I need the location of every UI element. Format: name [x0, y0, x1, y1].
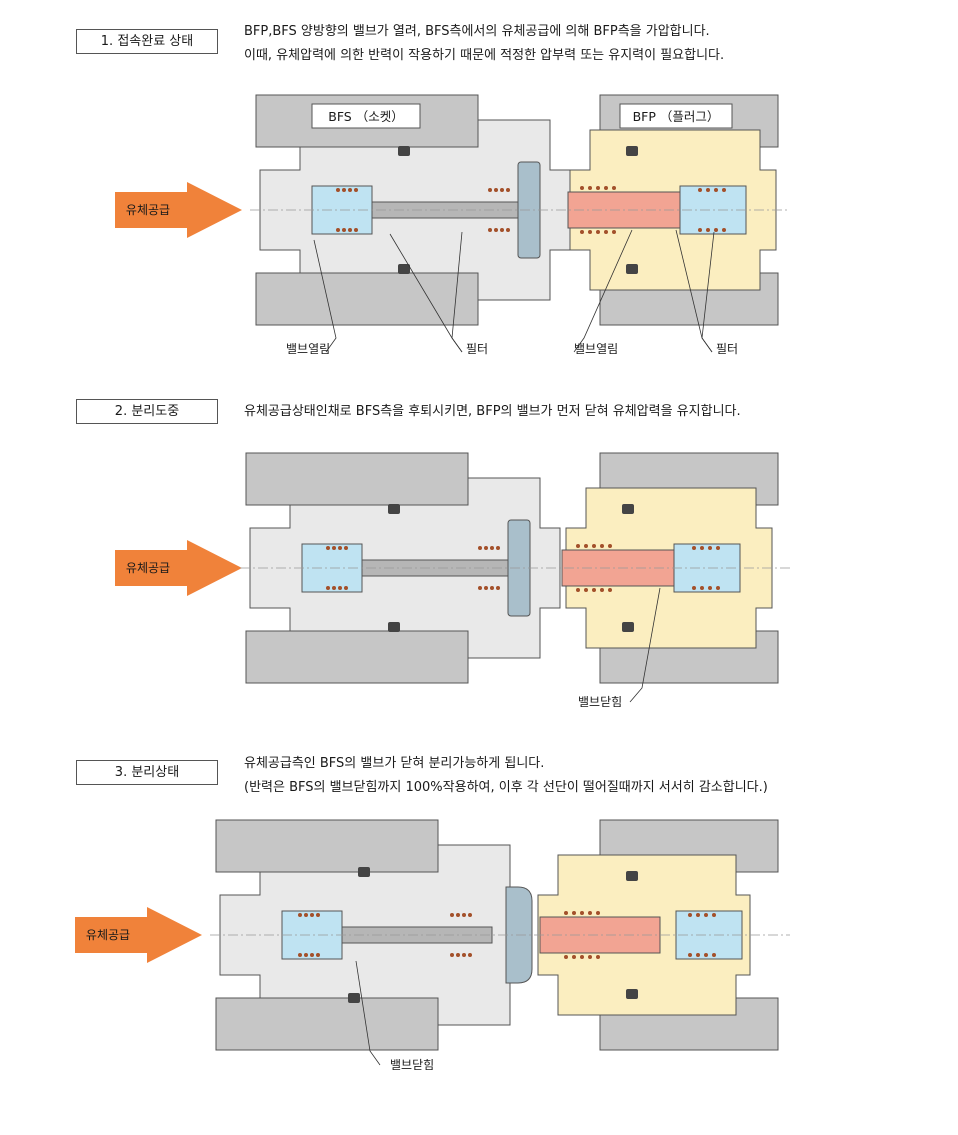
fluid-supply-arrow-icon: [115, 540, 242, 596]
seal-icon: [626, 146, 638, 156]
step-2-description: 유체공급상태인채로 BFS측을 후퇴시키면, BFP의 밸브가 먼저 닫혀 유체…: [244, 400, 741, 424]
seal-icon: [622, 504, 634, 514]
step-3-description: 유체공급측인 BFS의 밸브가 닫혀 분리가능하게 됩니다. (반력은 BFS의…: [244, 752, 768, 800]
callout-valve-closed-plug: 밸브닫힘: [578, 695, 622, 709]
seal-icon: [398, 264, 410, 274]
callout-leaders: [313, 229, 715, 353]
socket-label-box: [311, 103, 421, 129]
step-3-desc-line-2: (반력은 BFS의 밸브닫힘까지 100%작용하여, 이후 각 선단이 떨어질때…: [244, 780, 768, 795]
seal-icon: [626, 989, 638, 999]
socket-housing: [215, 819, 439, 1051]
seal-icon: [388, 622, 400, 632]
fluid-supply-label: 유체공급: [126, 203, 170, 217]
step-1-label: 1. 접속완료 상태: [76, 29, 218, 54]
spring-icon: [336, 188, 510, 232]
callout-valve-open-plug: 밸브열림: [574, 342, 618, 356]
callout-filter-socket: 필터: [466, 342, 488, 356]
callout-leader: [355, 960, 381, 1066]
step-1-desc-line-1: BFP,BFS 양방향의 밸브가 열려, BFS측에서의 유체공급에 의해 BF…: [244, 24, 710, 39]
seal-icon: [622, 622, 634, 632]
coupler-diagram-separating: 유체공급 밸브닫힘: [115, 452, 790, 709]
spring-icon: [298, 913, 472, 957]
seal-icon: [626, 264, 638, 274]
callout-valve-closed-socket: 밸브닫힘: [390, 1058, 434, 1072]
seal-icon: [388, 504, 400, 514]
seal-icon: [398, 146, 410, 156]
fluid-supply-label: 유체공급: [86, 928, 130, 942]
coupler-diagram-disconnected: 유체공급 밸브닫힘: [75, 819, 790, 1072]
fluid-supply-label: 유체공급: [126, 561, 170, 575]
seal-icon: [626, 871, 638, 881]
socket-housing: [245, 452, 469, 684]
spring-icon: [576, 544, 720, 592]
step-3-desc-line-1: 유체공급측인 BFS의 밸브가 닫혀 분리가능하게 됩니다.: [244, 756, 545, 771]
seal-icon: [348, 993, 360, 1003]
callout-valve-open-socket: 밸브열림: [286, 342, 330, 356]
coupler-diagram-connected: 유체공급 BFS （소켓） BFP （플러그）: [115, 94, 790, 356]
step-2-desc-line-1: 유체공급상태인채로 BFS측을 후퇴시키면, BFP의 밸브가 먼저 닫혀 유체…: [244, 404, 741, 419]
seal-icon: [358, 867, 370, 877]
step-3-label: 3. 분리상태: [76, 760, 218, 785]
spring-icon: [564, 911, 716, 959]
fluid-supply-arrow-icon: [115, 182, 242, 238]
step-2-label: 2. 분리도중: [76, 399, 218, 424]
spring-icon: [326, 546, 500, 590]
socket-label: BFS （소켓）: [328, 109, 403, 124]
callout-leader: [629, 587, 661, 703]
callout-filter-plug: 필터: [716, 342, 738, 356]
fluid-supply-arrow-icon: [75, 907, 202, 963]
spring-icon: [580, 186, 726, 234]
plug-label-box: [619, 103, 733, 129]
step-1-description: BFP,BFS 양방향의 밸브가 열려, BFS측에서의 유체공급에 의해 BF…: [244, 20, 724, 68]
plug-label: BFP （플러그）: [633, 109, 720, 124]
step-1-desc-line-2: 이때, 유체압력에 의한 반력이 작용하기 때문에 적정한 압부력 또는 유지력…: [244, 48, 725, 63]
